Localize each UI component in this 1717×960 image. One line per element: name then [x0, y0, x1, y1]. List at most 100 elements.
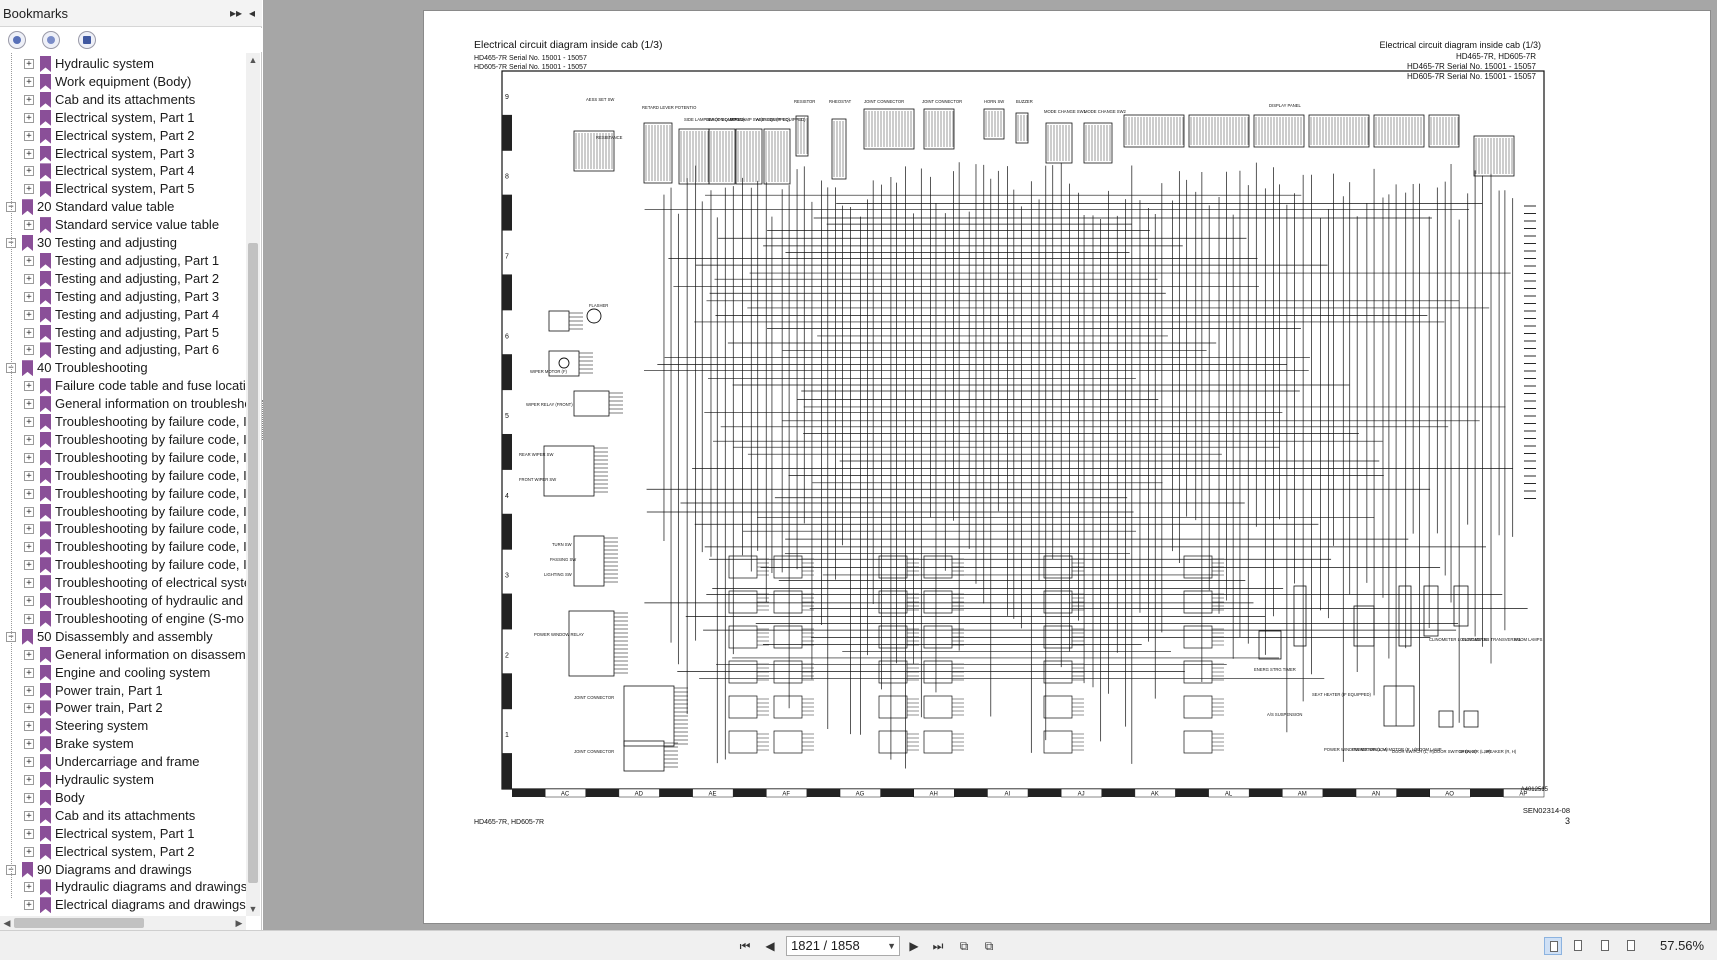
expand-icon[interactable]: +	[24, 721, 34, 732]
expand-icon[interactable]: +	[24, 220, 34, 231]
expand-icon[interactable]: +	[24, 94, 34, 105]
bookmark-item[interactable]: +Electrical system, Part 1	[0, 825, 246, 843]
continuous-view-icon[interactable]	[1569, 937, 1587, 955]
bookmark-item[interactable]: +Troubleshooting of hydraulic and	[0, 592, 246, 610]
expand-icon[interactable]: +	[24, 148, 34, 159]
expand-icon[interactable]: +	[24, 846, 34, 857]
expand-icon[interactable]: +	[24, 703, 34, 714]
bookmark-item[interactable]: +Testing and adjusting, Part 1	[0, 252, 246, 270]
zoom-level[interactable]: 57.56%	[1660, 938, 1705, 953]
bookmark-item[interactable]: +Electrical system, Part 3	[0, 145, 246, 163]
document-view[interactable]: Electrical circuit diagram inside cab (1…	[263, 0, 1717, 930]
first-page-icon[interactable]: ⏮	[739, 939, 751, 953]
previous-page-icon[interactable]: ◀	[765, 939, 775, 953]
expand-icon[interactable]: +	[24, 434, 34, 445]
bookmark-item[interactable]: −30 Testing and adjusting	[0, 234, 246, 252]
options-menu-icon[interactable]: ▸▸	[229, 6, 243, 20]
expand-icon[interactable]: +	[24, 112, 34, 123]
bookmark-item[interactable]: +Troubleshooting by failure code, I	[0, 431, 246, 449]
expand-icon[interactable]: +	[24, 649, 34, 660]
single-page-view-icon[interactable]	[1544, 937, 1562, 955]
scroll-thumb[interactable]	[248, 243, 258, 883]
expand-icon[interactable]: +	[24, 130, 34, 141]
bookmark-item[interactable]: +Troubleshooting by failure code, I	[0, 503, 246, 521]
bookmark-item[interactable]: −90 Diagrams and drawings	[0, 861, 246, 879]
expand-icon[interactable]: +	[24, 399, 34, 410]
bookmark-item[interactable]: +Troubleshooting of electrical syste	[0, 574, 246, 592]
expand-icon[interactable]: +	[24, 685, 34, 696]
scroll-down-icon[interactable]: ▼	[248, 904, 258, 914]
expand-icon[interactable]: +	[24, 345, 34, 356]
expand-icon[interactable]: +	[24, 166, 34, 177]
bookmark-item[interactable]: +Testing and adjusting, Part 6	[0, 341, 246, 359]
expand-bookmark-icon[interactable]	[8, 31, 26, 49]
bookmark-item[interactable]: +Troubleshooting by failure code, I	[0, 556, 246, 574]
bookmark-item[interactable]: +Steering system	[0, 717, 246, 735]
bookmark-item[interactable]: +Testing and adjusting, Part 4	[0, 306, 246, 324]
bookmark-item[interactable]: +Troubleshooting by failure code, I	[0, 520, 246, 538]
bookmark-item[interactable]: +Hydraulic system	[0, 771, 246, 789]
bookmark-item[interactable]: −40 Troubleshooting	[0, 359, 246, 377]
expand-icon[interactable]: +	[24, 560, 34, 571]
bookmark-item[interactable]: +Hydraulic system	[0, 55, 246, 73]
bookmark-item[interactable]: +Testing and adjusting, Part 3	[0, 288, 246, 306]
expand-icon[interactable]: +	[24, 506, 34, 517]
scroll-up-icon[interactable]: ▲	[248, 55, 258, 65]
expand-icon[interactable]: +	[24, 309, 34, 320]
expand-icon[interactable]: +	[24, 596, 34, 606]
bookmark-item[interactable]: +Troubleshooting by failure code, I	[0, 449, 246, 467]
bookmark-item[interactable]: +Engine and cooling system	[0, 664, 246, 682]
expand-icon[interactable]: +	[24, 524, 34, 535]
expand-icon[interactable]: +	[24, 327, 34, 338]
expand-icon[interactable]: +	[24, 667, 34, 678]
new-bookmark-icon[interactable]	[42, 31, 60, 49]
page-number-field[interactable]: 1821 / 1858 ▼	[786, 936, 900, 956]
expand-icon[interactable]: +	[24, 255, 34, 266]
expand-icon[interactable]: +	[24, 381, 34, 392]
expand-icon[interactable]: +	[24, 488, 34, 499]
scroll-thumb-horizontal[interactable]	[14, 918, 144, 928]
expand-icon[interactable]: +	[24, 291, 34, 302]
expand-icon[interactable]: +	[24, 417, 34, 427]
scroll-left-icon[interactable]: ◀	[3, 918, 11, 928]
bookmark-item[interactable]: +Standard service value table	[0, 216, 246, 234]
bookmark-item[interactable]: −50 Disassembly and assembly	[0, 628, 246, 646]
bookmark-item[interactable]: +Failure code table and fuse locatic	[0, 377, 246, 395]
bookmark-item[interactable]: +Electrical system, Part 5	[0, 180, 246, 198]
bookmark-item[interactable]: +Electrical system, Part 2	[0, 127, 246, 145]
bookmark-item[interactable]: +Brake system	[0, 735, 246, 753]
expand-icon[interactable]: +	[24, 273, 34, 284]
collapse-panel-icon[interactable]: ◂	[248, 6, 256, 20]
bookmark-item[interactable]: +Troubleshooting by failure code, I	[0, 413, 246, 431]
bookmark-item[interactable]: +Electrical system, Part 1	[0, 109, 246, 127]
bookmark-item[interactable]: +Electrical system, Part 4	[0, 162, 246, 180]
chevron-down-icon[interactable]: ▼	[887, 941, 896, 951]
bookmark-item[interactable]: +General information on troublesho	[0, 395, 246, 413]
bookmark-item[interactable]: +Body	[0, 789, 246, 807]
expand-icon[interactable]: +	[24, 452, 34, 463]
bookmark-item[interactable]: +Electrical diagrams and drawings	[0, 896, 246, 914]
expand-icon[interactable]: +	[24, 757, 34, 768]
expand-icon[interactable]: +	[24, 542, 34, 553]
expand-icon[interactable]: +	[24, 76, 34, 87]
find-bookmark-icon[interactable]	[78, 31, 96, 49]
expand-icon[interactable]: +	[24, 470, 34, 481]
bookmark-item[interactable]: +Testing and adjusting, Part 5	[0, 324, 246, 342]
expand-icon[interactable]: +	[24, 578, 34, 589]
expand-icon[interactable]: +	[24, 882, 34, 893]
scroll-right-icon[interactable]: ▶	[235, 918, 243, 928]
bookmarks-vertical-scrollbar[interactable]: ▲ ▼	[246, 53, 260, 916]
previous-view-icon[interactable]: ⧉	[959, 939, 969, 953]
bookmark-item[interactable]: +Troubleshooting of engine (S-mo	[0, 610, 246, 628]
last-page-icon[interactable]: ⏭	[932, 939, 944, 953]
bookmark-item[interactable]: +Testing and adjusting, Part 2	[0, 270, 246, 288]
next-page-icon[interactable]: ▶	[909, 939, 919, 953]
bookmark-item[interactable]: +Cab and its attachments	[0, 91, 246, 109]
bookmark-item[interactable]: +Troubleshooting by failure code, I	[0, 485, 246, 503]
expand-icon[interactable]: +	[24, 613, 34, 624]
bookmark-item[interactable]: +Cab and its attachments	[0, 807, 246, 825]
bookmark-item[interactable]: +Electrical system, Part 2	[0, 843, 246, 861]
next-view-icon[interactable]: ⧉	[984, 939, 994, 953]
bookmark-item[interactable]: +Power train, Part 1	[0, 682, 246, 700]
bookmark-item[interactable]: +Troubleshooting by failure code, I	[0, 467, 246, 485]
